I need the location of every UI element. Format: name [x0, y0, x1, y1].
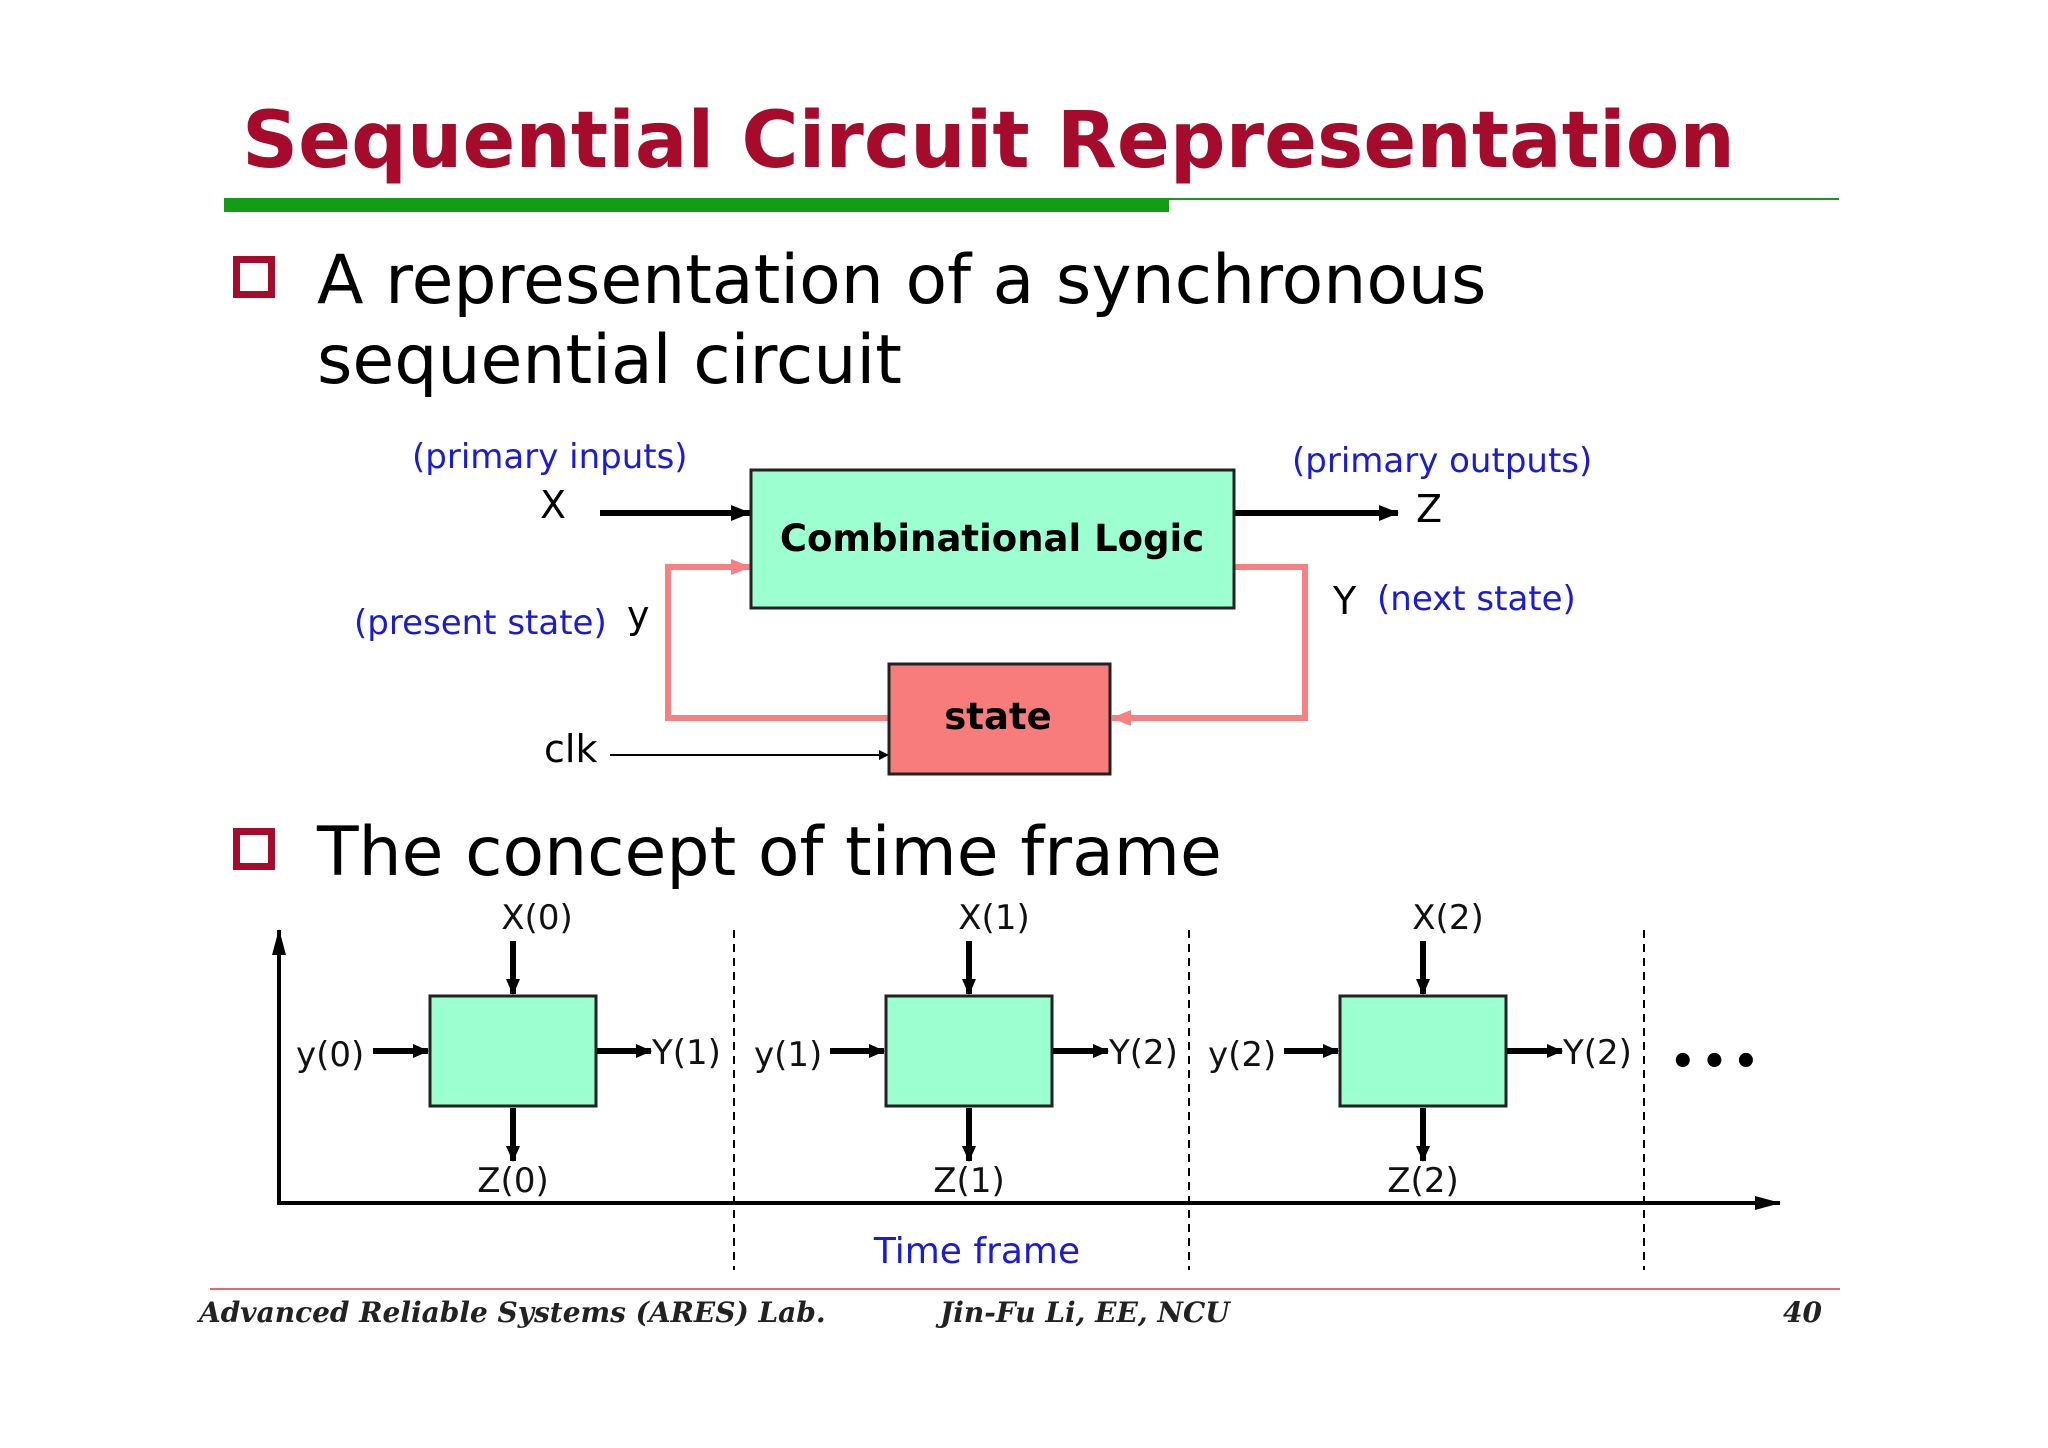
frame-input-label: X(1) [958, 898, 1029, 938]
frame-state-out-label: Y(2) [1562, 1033, 1632, 1073]
frame-output-label: Z(0) [477, 1161, 548, 1201]
frame-state-out-label: Y(2) [1108, 1033, 1178, 1073]
frame-state-in-label: y(1) [754, 1035, 822, 1075]
present-state-feedback-line [665, 559, 889, 721]
frame-input-label: X(2) [1412, 898, 1483, 938]
input-x-label: X [540, 483, 566, 527]
combinational-logic-label: Combinational Logic [780, 517, 1204, 560]
title-rule-thick [224, 198, 1169, 212]
frame-output-label: Z(2) [1387, 1161, 1458, 1201]
output-z-label: Z [1416, 487, 1442, 531]
time-frame-axis-label: Time frame [873, 1231, 1080, 1272]
next-state-label: (next state) [1377, 579, 1576, 619]
time-frame-0: X(0) y(0) Y(1) Z(0) [296, 898, 721, 1201]
footer-rule [210, 1288, 1840, 1290]
frame-state-in-label: y(0) [296, 1035, 364, 1075]
primary-outputs-label: (primary outputs) [1292, 441, 1592, 481]
footer-lab-name: Advanced Reliable Systems (ARES) Lab. [199, 1296, 826, 1329]
footer-author: Jin-Fu Li, EE, NCU [940, 1296, 1230, 1329]
bullet-square-1 [233, 256, 275, 298]
state-box [887, 662, 1112, 776]
present-state-y: y [627, 593, 650, 637]
ellipsis: ••• [1670, 1039, 1765, 1085]
frame-input-label: X(0) [501, 898, 572, 938]
frame-logic-box [1338, 994, 1508, 1108]
page-number: 40 [1783, 1296, 1822, 1329]
primary-inputs-label: (primary inputs) [412, 437, 688, 477]
bullet-2-line-1: The concept of time frame [317, 813, 1222, 892]
bullet-1-line-2: sequential circuit [317, 321, 902, 400]
clk-label: clk [544, 727, 597, 771]
present-state-label: (present state) [354, 603, 607, 643]
state-label: state [944, 695, 1051, 738]
frame-logic-box [884, 994, 1054, 1108]
frame-state-out-label: Y(1) [651, 1033, 721, 1073]
slide-title: Sequential Circuit Representation [242, 96, 1735, 186]
next-state-y: Y [1332, 579, 1357, 623]
combinational-logic-box [749, 468, 1236, 610]
bullet-square-2 [233, 828, 275, 870]
time-frame-2: X(2) y(2) Y(2) Z(2) [1208, 898, 1632, 1201]
title-rule-thin [1169, 198, 1839, 200]
time-frame-1: X(1) y(1) Y(2) Z(1) [754, 898, 1178, 1201]
frame-logic-box [428, 994, 598, 1108]
frame-state-in-label: y(2) [1208, 1035, 1276, 1075]
bullet-1-line-1: A representation of a synchronous [317, 241, 1487, 320]
frame-output-label: Z(1) [933, 1161, 1004, 1201]
next-state-feedback-line [1111, 564, 1308, 726]
